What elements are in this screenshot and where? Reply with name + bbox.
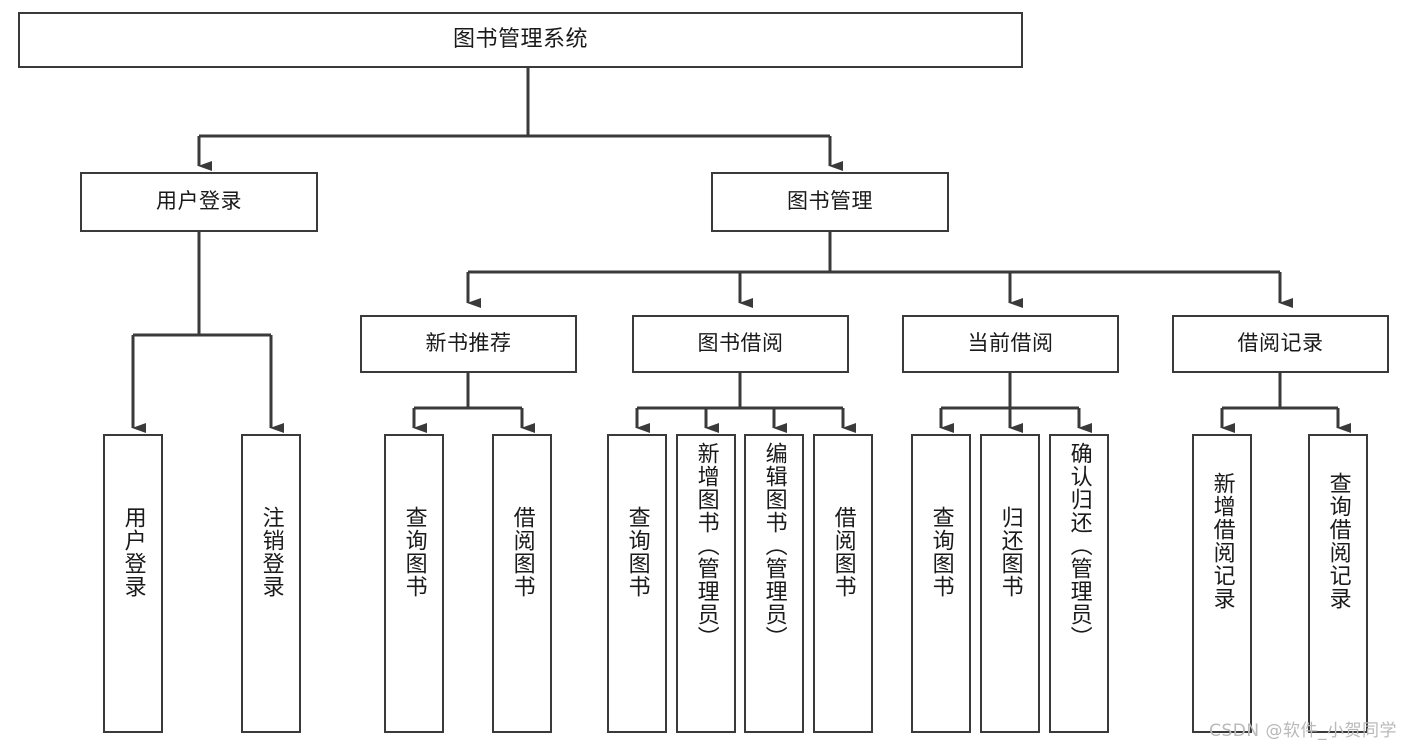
node-new-book-recommend[interactable]: 新书推荐 <box>360 315 577 373</box>
leaf-br-query-record[interactable]: 查询借阅记录 <box>1308 434 1368 733</box>
leaf-nb-query-book-label: 查询图书 <box>401 506 427 598</box>
leaf-cb-return-book[interactable]: 归还图书 <box>980 434 1040 733</box>
node-root-system[interactable]: 图书管理系统 <box>18 12 1023 68</box>
leaf-user-login-label: 用户登录 <box>120 506 146 598</box>
leaf-br-add-record-label: 新增借阅记录 <box>1209 472 1235 610</box>
node-current-borrow[interactable]: 当前借阅 <box>902 315 1119 373</box>
leaf-cb-confirm-return-label: 确认归还（管理员） <box>1066 442 1092 649</box>
node-book-management[interactable]: 图书管理 <box>711 172 949 232</box>
leaf-cb-confirm-return[interactable]: 确认归还（管理员） <box>1049 434 1109 733</box>
watermark-text: CSDN @软件_小贺同学 <box>1209 721 1397 741</box>
leaf-cb-query-book[interactable]: 查询图书 <box>911 434 971 733</box>
node-book-management-label: 图书管理 <box>787 189 873 214</box>
leaf-bb-add-book-label: 新增图书（管理员） <box>693 442 719 649</box>
node-book-borrow[interactable]: 图书借阅 <box>632 315 849 373</box>
leaf-bb-add-book[interactable]: 新增图书（管理员） <box>676 434 736 733</box>
leaf-cb-query-book-label: 查询图书 <box>928 506 954 598</box>
leaf-cb-return-book-label: 归还图书 <box>997 506 1023 598</box>
leaf-bb-edit-book[interactable]: 编辑图书（管理员） <box>744 434 804 733</box>
leaf-bb-edit-book-label: 编辑图书（管理员） <box>761 442 787 649</box>
node-book-borrow-label: 图书借阅 <box>697 331 784 356</box>
node-root-label: 图书管理系统 <box>452 26 588 52</box>
node-user-login[interactable]: 用户登录 <box>80 172 318 232</box>
leaf-bb-borrow-book[interactable]: 借阅图书 <box>813 434 873 733</box>
leaf-user-login[interactable]: 用户登录 <box>103 434 163 733</box>
node-borrow-record[interactable]: 借阅记录 <box>1172 315 1389 373</box>
leaf-bb-query-book[interactable]: 查询图书 <box>607 434 667 733</box>
node-current-borrow-label: 当前借阅 <box>967 331 1054 356</box>
leaf-bb-borrow-book-label: 借阅图书 <box>830 506 856 598</box>
leaf-logout-label: 注销登录 <box>258 506 284 598</box>
leaf-nb-query-book[interactable]: 查询图书 <box>384 434 444 733</box>
node-borrow-record-label: 借阅记录 <box>1237 331 1324 356</box>
leaf-nb-borrow-book-label: 借阅图书 <box>509 506 535 598</box>
leaf-br-query-record-label: 查询借阅记录 <box>1325 472 1351 610</box>
leaf-logout[interactable]: 注销登录 <box>241 434 301 733</box>
node-user-login-label: 用户登录 <box>156 189 242 214</box>
leaf-nb-borrow-book[interactable]: 借阅图书 <box>492 434 552 733</box>
node-new-book-recommend-label: 新书推荐 <box>425 331 512 356</box>
leaf-bb-query-book-label: 查询图书 <box>624 506 650 598</box>
leaf-br-add-record[interactable]: 新增借阅记录 <box>1192 434 1252 733</box>
